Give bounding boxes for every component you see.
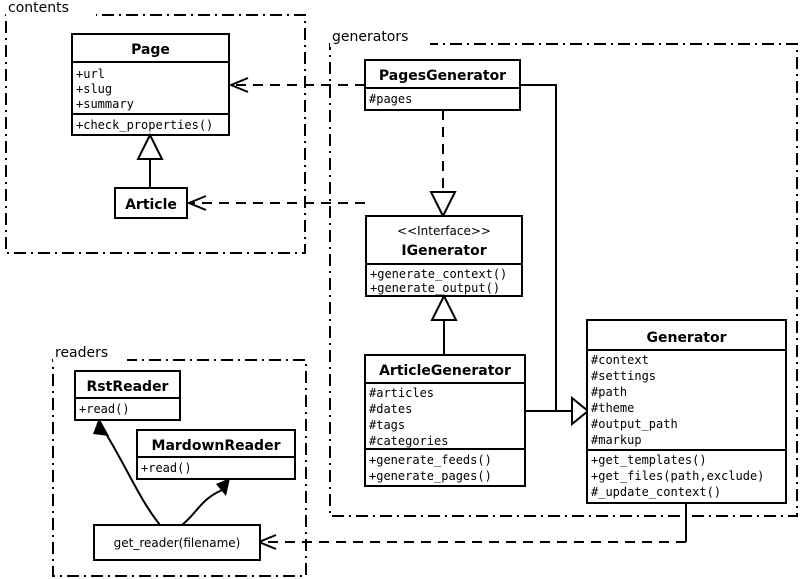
- class-page-method: +check_properties(): [76, 118, 213, 132]
- package-generators-label-bg: [330, 29, 430, 47]
- class-article-generator-attribute: #dates: [369, 402, 412, 416]
- open-arrowhead-icon: [228, 77, 249, 93]
- class-pages-generator[interactable]: PagesGenerator #pages: [364, 59, 521, 111]
- class-article-generator-title: ArticleGenerator: [379, 363, 511, 379]
- package-readers-label: readers: [55, 345, 108, 361]
- class-mardown-reader-method: +read(): [141, 461, 192, 475]
- class-igenerator-title: IGenerator: [401, 243, 486, 259]
- class-generator-attribute: #context: [591, 353, 649, 367]
- relation-getreader-creates-rstreader: [93, 418, 161, 526]
- class-article[interactable]: Article: [114, 187, 188, 219]
- class-page[interactable]: Page +url +slug +summary +check_properti…: [71, 33, 230, 136]
- package-contents: contents: [5, 0, 306, 254]
- package-readers: readers: [52, 345, 307, 577]
- relation-articlegenerator-inherits-igenerator: [430, 293, 458, 355]
- package-generators-label: generators: [332, 29, 408, 45]
- class-generator-attribute: #settings: [591, 369, 656, 383]
- function-get-reader[interactable]: get_reader(filename): [93, 524, 261, 561]
- generalization-line-pages-to-generator: [520, 84, 572, 412]
- flow-line-getreader-to-rstreader: [104, 431, 161, 526]
- class-rst-reader[interactable]: RstReader +read(): [74, 370, 181, 421]
- relation-pagesgenerator-uses-page: [228, 77, 365, 93]
- package-readers-frame: [52, 359, 307, 577]
- class-rst-reader-method: +read(): [79, 402, 130, 416]
- class-article-generator-box[interactable]: [364, 354, 526, 487]
- package-generators-frame: [329, 43, 798, 517]
- package-contents-label-bg: [6, 0, 96, 18]
- class-generator-method: +get_templates(): [591, 453, 707, 467]
- class-article-generator-attribute: #categories: [369, 434, 448, 448]
- relation-pagesgenerator-realizes-igenerator: [429, 110, 457, 219]
- class-igenerator[interactable]: <<Interface>> IGenerator +generate_conte…: [365, 215, 523, 297]
- class-igenerator-method: +generate_context(): [370, 267, 507, 281]
- class-page-attribute: +url: [76, 67, 105, 81]
- class-generator-method: +get_files(path,exclude): [591, 469, 764, 483]
- relation-generators-inherit-generator: [520, 84, 590, 427]
- solid-arrowhead-icon: [93, 418, 109, 436]
- package-generators: generators: [329, 29, 798, 517]
- class-article-generator-attribute: #articles: [369, 386, 434, 400]
- class-generator-attribute: #path: [591, 385, 627, 399]
- hollow-triangle-icon: [571, 395, 590, 427]
- relation-getreader-creates-mardownreader: [181, 478, 230, 526]
- class-igenerator-box[interactable]: [365, 215, 523, 297]
- hollow-triangle-icon: [430, 293, 458, 321]
- class-pages-generator-box[interactable]: [364, 59, 521, 111]
- package-contents-label: contents: [8, 0, 69, 16]
- relation-generator-uses-get-reader: [256, 503, 687, 550]
- class-mardown-reader-box[interactable]: [136, 429, 296, 480]
- class-page-attribute: +summary: [76, 97, 134, 111]
- class-rst-reader-box[interactable]: [74, 370, 181, 421]
- class-generator[interactable]: Generator #context #settings #path #them…: [586, 319, 787, 504]
- class-mardown-reader[interactable]: MardownReader +read(): [136, 429, 296, 480]
- class-rst-reader-title: RstReader: [87, 379, 169, 395]
- class-page-attribute: +slug: [76, 82, 112, 96]
- hollow-triangle-icon: [136, 132, 164, 160]
- class-generator-attribute: #output_path: [591, 417, 678, 431]
- class-page-box[interactable]: [71, 33, 230, 136]
- class-pages-generator-attribute: #pages: [369, 92, 412, 106]
- open-arrowhead-icon: [186, 195, 207, 211]
- class-article-generator-method: +generate_pages(): [369, 469, 492, 483]
- relation-articlegenerator-uses-article: [186, 195, 365, 211]
- class-article-box[interactable]: [114, 187, 188, 219]
- class-igenerator-stereotype: <<Interface>>: [397, 224, 491, 238]
- class-article-generator-method: +generate_feeds(): [369, 453, 492, 467]
- solid-arrowhead-icon: [216, 478, 230, 496]
- class-generator-title: Generator: [646, 330, 726, 346]
- class-generator-attribute: #theme: [591, 401, 634, 415]
- class-article-generator-attribute: #tags: [369, 418, 405, 432]
- class-igenerator-method: +generate_output(): [370, 281, 500, 295]
- class-article-generator[interactable]: ArticleGenerator #articles #dates #tags …: [364, 354, 526, 487]
- class-generator-attribute: #markup: [591, 433, 642, 447]
- class-mardown-reader-title: MardownReader: [152, 438, 281, 454]
- hollow-triangle-icon: [429, 191, 457, 219]
- package-contents-frame: [5, 14, 306, 254]
- relation-article-inherits-page: [136, 132, 164, 188]
- class-page-title: Page: [131, 42, 170, 58]
- package-readers-label-bg: [53, 345, 127, 363]
- class-article-title: Article: [125, 197, 177, 213]
- flow-line-getreader-to-mardownreader: [181, 489, 223, 526]
- class-generator-method: #_update_context(): [591, 485, 721, 499]
- class-pages-generator-title: PagesGenerator: [379, 68, 506, 84]
- function-get-reader-box[interactable]: [93, 524, 261, 561]
- function-get-reader-label: get_reader(filename): [114, 536, 241, 550]
